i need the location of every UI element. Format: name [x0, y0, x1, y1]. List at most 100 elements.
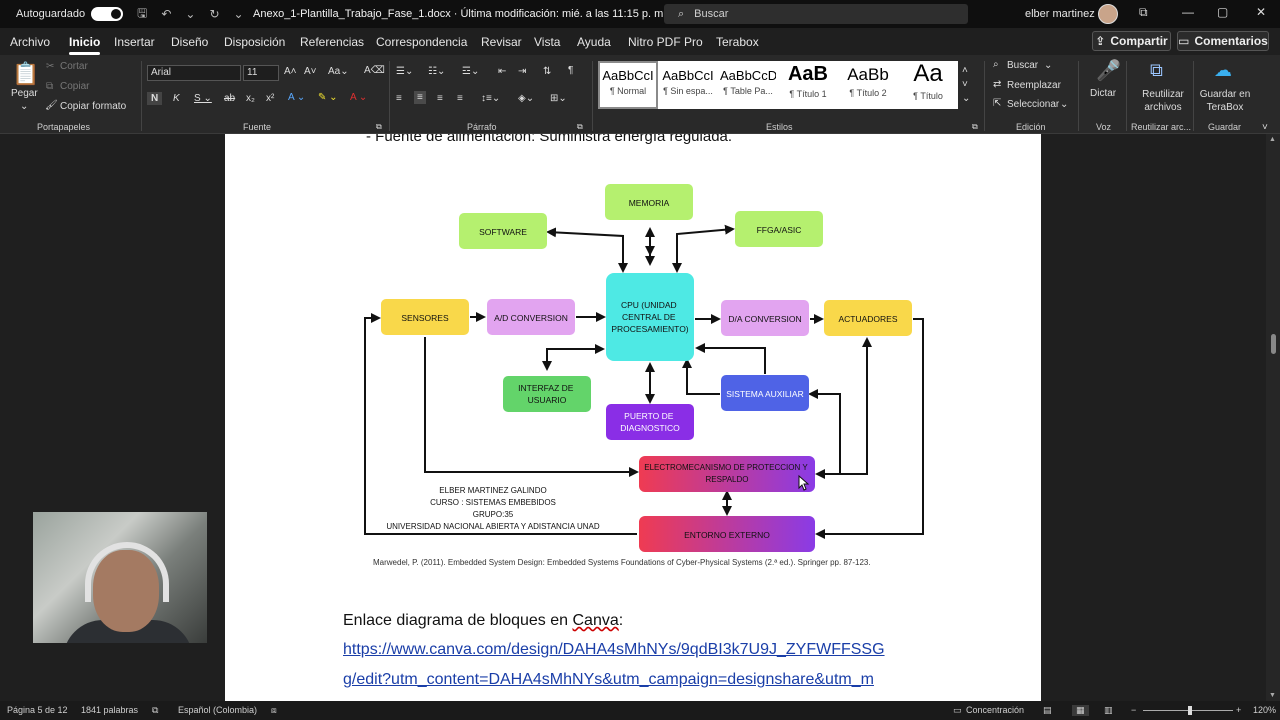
styles-scroll-down-icon[interactable]: ˅	[962, 79, 968, 90]
tab-revisar[interactable]: Revisar	[481, 35, 522, 49]
paste-icon[interactable]: 📋	[12, 61, 40, 86]
line-spacing-icon[interactable]: ↕≡⌄	[481, 93, 501, 104]
shrink-font-icon[interactable]: A˅	[304, 66, 317, 77]
tab-vista[interactable]: Vista	[534, 35, 561, 49]
tab-ayuda[interactable]: Ayuda	[577, 35, 611, 49]
customize-toolbar-icon[interactable]: ⌄	[233, 7, 244, 21]
reuse-files-icon[interactable]: ⧉	[1150, 60, 1163, 80]
autosave-toggle[interactable]	[91, 7, 124, 21]
borders-icon[interactable]: ⊞⌄	[550, 93, 567, 104]
read-mode-icon[interactable]: ▤	[1043, 705, 1052, 715]
vertical-scrollbar[interactable]: ▲ ▼	[1266, 134, 1280, 701]
bullets-icon[interactable]: ☰⌄	[396, 66, 414, 77]
grow-font-icon[interactable]: A˄	[284, 66, 297, 77]
styles-dialog-icon[interactable]: ⧉	[972, 122, 978, 131]
block-diagram[interactable]: MEMORIA SOFTWARE FFGA/ASIC CPU (UNIDAD C…	[355, 174, 935, 574]
style-normal[interactable]: AaBbCcI ¶ Normal	[598, 61, 658, 109]
chevron-down-icon[interactable]: ⌄	[1044, 60, 1053, 71]
node-ad-conversion[interactable]: A/D CONVERSION	[487, 299, 575, 335]
word-count[interactable]: 1841 palabras	[81, 705, 139, 715]
document-title[interactable]: Anexo_1-Plantilla_Trabajo_Fase_1.docx · …	[253, 8, 679, 20]
paste-button[interactable]: Pegar	[11, 88, 38, 99]
share-button[interactable]: ⇪Compartir	[1092, 31, 1171, 51]
tab-archivo[interactable]: Archivo	[10, 35, 51, 49]
style-heading-2[interactable]: AaBb ¶ Título 2	[840, 63, 896, 107]
focus-icon[interactable]: ▭	[953, 705, 962, 715]
font-family-select[interactable]: Arial	[147, 65, 241, 81]
highlight-icon[interactable]: ✎ ⌄	[318, 92, 338, 103]
font-size-select[interactable]: 11	[243, 65, 279, 81]
tab-terabox[interactable]: Terabox	[716, 35, 759, 49]
chevron-down-icon[interactable]: ⌄	[1060, 99, 1069, 110]
close-icon[interactable]: ✕	[1256, 5, 1267, 19]
comments-button[interactable]: ▭Comentarios	[1177, 31, 1269, 51]
replace-button[interactable]: Reemplazar	[1007, 80, 1061, 91]
scroll-thumb[interactable]	[1271, 334, 1276, 354]
paragraph-dialog-icon[interactable]: ⧉	[577, 122, 583, 131]
node-da-conversion[interactable]: D/A CONVERSION	[721, 300, 809, 336]
scroll-up-icon[interactable]: ▲	[1269, 136, 1276, 143]
web-layout-icon[interactable]: ▥	[1104, 705, 1113, 715]
node-electromecanismo[interactable]: ELECTROMECANISMO DE PROTECCION Y RESPALD…	[639, 456, 815, 492]
search-input[interactable]: ⌕ Buscar	[664, 4, 968, 24]
canva-link-line-2[interactable]: g/edit?utm_content=DAHA4sMhNYs&utm_campa…	[343, 671, 874, 688]
minimize-icon[interactable]: —	[1182, 5, 1194, 19]
align-right-icon[interactable]: ≡	[437, 93, 443, 104]
style-heading-1[interactable]: AaB ¶ Título 1	[780, 63, 836, 107]
style-no-spacing[interactable]: AaBbCcI ¶ Sin espa...	[660, 63, 716, 107]
collapse-ribbon-icon[interactable]: ˅	[1262, 122, 1268, 133]
document-page[interactable]: - Fuente de alimentación: Suministra ene…	[225, 134, 1041, 701]
italic-icon[interactable]: K	[173, 93, 180, 104]
select-button[interactable]: Seleccionar	[1007, 99, 1060, 110]
bold-icon[interactable]: N	[147, 92, 163, 105]
maximize-icon[interactable]: ▢	[1217, 5, 1229, 19]
tab-inicio[interactable]: Inicio	[69, 35, 101, 55]
styles-expand-icon[interactable]: ⌄	[962, 93, 971, 104]
tab-insertar[interactable]: Insertar	[114, 35, 155, 49]
node-sensores[interactable]: SENSORES	[381, 299, 469, 335]
numbering-icon[interactable]: ☷⌄	[428, 66, 446, 77]
cut-button[interactable]: Cortar	[60, 61, 88, 72]
zoom-level[interactable]: 120%	[1253, 705, 1277, 715]
save-terabox-button[interactable]: Guardar en TeraBox	[1199, 89, 1251, 113]
tab-referencias[interactable]: Referencias	[300, 35, 365, 49]
zoom-slider-thumb[interactable]	[1188, 706, 1192, 715]
pilcrow-icon[interactable]: ¶	[568, 65, 574, 76]
focus-mode[interactable]: Concentración	[966, 705, 1025, 715]
tab-correspondencia[interactable]: Correspondencia	[376, 35, 468, 49]
font-dialog-icon[interactable]: ⧉	[376, 122, 382, 131]
superscript-icon[interactable]: x²	[266, 93, 275, 104]
change-case-icon[interactable]: Aa⌄	[328, 66, 349, 77]
chevron-down-icon[interactable]: ⌄	[20, 101, 29, 112]
node-software[interactable]: SOFTWARE	[459, 213, 547, 249]
node-actuadores[interactable]: ACTUADORES	[824, 300, 912, 336]
sort-icon[interactable]: ⇅	[543, 66, 552, 77]
dictate-button[interactable]: Dictar	[1090, 88, 1117, 99]
microphone-icon[interactable]: 🎤	[1096, 60, 1121, 82]
decrease-indent-icon[interactable]: ⇤	[498, 66, 507, 77]
copy-button[interactable]: Copiar	[60, 81, 90, 92]
node-sistema-auxiliar[interactable]: SISTEMA AUXILIAR	[721, 375, 809, 411]
multilevel-list-icon[interactable]: ☲⌄	[462, 66, 480, 77]
format-painter-button[interactable]: Copiar formato	[60, 101, 127, 112]
align-center-icon[interactable]: ≡	[414, 91, 426, 104]
canva-link-line-1[interactable]: https://www.canva.com/design/DAHA4sMhNYs…	[343, 641, 885, 658]
tab-diseno[interactable]: Diseño	[171, 35, 209, 49]
scroll-down-icon[interactable]: ▼	[1269, 692, 1276, 699]
tab-disposicion[interactable]: Disposición	[224, 35, 286, 49]
node-cpu[interactable]: CPU (UNIDAD CENTRAL DE PROCESAMIENTO)	[606, 273, 694, 361]
node-entorno-externo[interactable]: ENTORNO EXTERNO	[639, 516, 815, 552]
terabox-icon[interactable]: ☁	[1214, 60, 1232, 80]
find-button[interactable]: Buscar	[1007, 60, 1039, 71]
styles-scroll-up-icon[interactable]: ˄	[962, 65, 968, 76]
accessibility-icon[interactable]: ⧈	[271, 705, 277, 715]
strikethrough-icon[interactable]: ab	[224, 93, 236, 104]
tab-nitro-pdf[interactable]: Nitro PDF Pro	[628, 35, 703, 49]
user-name[interactable]: elber martinez	[1025, 8, 1095, 20]
node-ffga[interactable]: FFGA/ASIC	[735, 211, 823, 247]
style-table-paragraph[interactable]: AaBbCcD ¶ Table Pa...	[720, 63, 776, 107]
node-interfaz[interactable]: INTERFAZ DE USUARIO	[503, 376, 591, 412]
text-effects-icon[interactable]: A ⌄	[288, 92, 306, 103]
node-puerto[interactable]: PUERTO DE DIAGNOSTICO	[606, 404, 694, 440]
redo-icon[interactable]: ↻	[209, 7, 220, 21]
